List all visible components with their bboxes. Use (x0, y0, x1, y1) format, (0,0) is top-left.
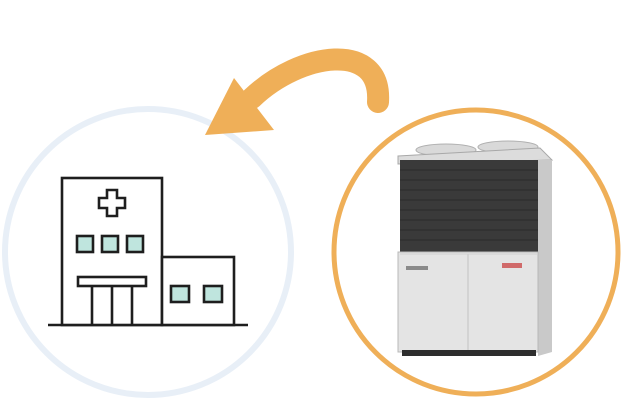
curved-arrow-icon (205, 48, 390, 135)
hospital-building-icon (48, 176, 248, 327)
left-circle (2, 106, 294, 398)
right-circle (331, 107, 621, 397)
outdoor-heat-pump-unit (397, 140, 554, 356)
